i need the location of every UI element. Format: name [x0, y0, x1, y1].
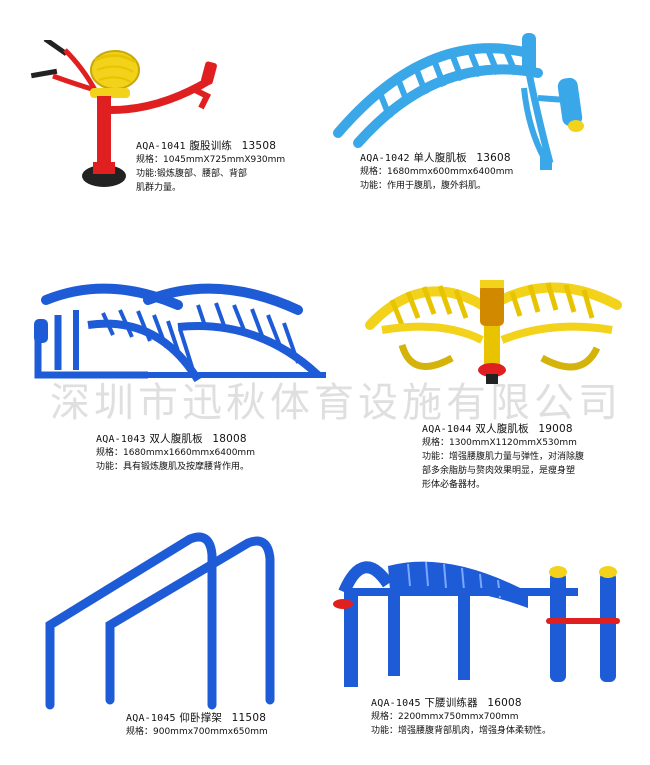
product-1042-image	[333, 33, 584, 170]
product-function: 功能：增强腰腹肌力量与弹性，对消除腹	[422, 452, 585, 462]
product-name: 腹股训练	[189, 140, 233, 152]
product-1043-image	[34, 283, 326, 383]
product-function-cont: 形体必备器材。	[422, 480, 486, 490]
product-spec: 规格：1680mmx600mmx6400mm	[360, 167, 514, 177]
product-price: 13608	[476, 152, 511, 164]
product-function-cont: 部多余脂肪与赘肉效果明显，是瘦身塑	[422, 466, 576, 476]
product-1041-caption: AQA-1041 腹股训练 13508 规格：1045mmX725mmX930m…	[136, 140, 285, 195]
product-1043-caption: AQA-1043 双人腹肌板 18008 规格：1680mmx1660mmx64…	[96, 433, 255, 474]
product-name: 双人腹肌板	[149, 433, 203, 445]
product-spec: 规格：2200mmx750mmx700mm	[371, 712, 519, 722]
product-1045b-image	[333, 561, 620, 687]
product-code: AQA-1045	[371, 698, 421, 709]
product-1044-caption: AQA-1044 双人腹肌板 19008 规格：1300mmX1120mmX53…	[422, 423, 584, 492]
product-function: 功能：具有锻炼腹肌及按摩腰背作用。	[96, 462, 250, 472]
product-name: 双人腹肌板	[475, 423, 529, 435]
product-name: 下腰训练器	[424, 697, 478, 709]
product-1044-title: AQA-1044 双人腹肌板 19008	[422, 423, 584, 436]
product-1045a-title: AQA-1045 仰卧撑架 11508	[126, 712, 268, 725]
product-1041-image	[30, 40, 217, 187]
product-spec: 规格：1680mmx1660mmx6400mm	[96, 448, 255, 458]
product-spec: 规格：900mmx700mmx650mm	[126, 727, 268, 737]
product-1043-title: AQA-1043 双人腹肌板 18008	[96, 433, 255, 446]
product-1045b-caption: AQA-1045 下腰训练器 16008 规格：2200mmx750mmx700…	[371, 697, 551, 738]
product-function: 功能：增强腰腹背部肌肉，增强身体柔韧性。	[371, 726, 552, 736]
product-code: AQA-1044	[422, 424, 472, 435]
product-code: AQA-1043	[96, 434, 146, 445]
product-price: 18008	[212, 433, 247, 445]
product-1041-title: AQA-1041 腹股训练 13508	[136, 140, 285, 153]
product-price: 16008	[487, 697, 522, 709]
product-1042-title: AQA-1042 单人腹肌板 13608	[360, 152, 513, 165]
product-code: AQA-1045	[126, 713, 176, 724]
product-1045a-caption: AQA-1045 仰卧撑架 11508 规格：900mmx700mmx650mm	[126, 712, 268, 739]
product-name: 单人腹肌板	[413, 152, 467, 164]
product-1045a-image	[45, 532, 275, 710]
product-1044-image	[365, 280, 622, 384]
product-name: 仰卧撑架	[179, 712, 223, 724]
product-price: 11508	[231, 712, 267, 724]
product-function-cont: 肌群力量。	[136, 183, 182, 193]
product-code: AQA-1041	[136, 141, 186, 152]
product-spec: 规格：1300mmX1120mmX530mm	[422, 438, 577, 448]
product-function: 功能:锻炼腹部、腰部、背部	[136, 169, 248, 179]
product-spec: 规格：1045mmX725mmX930mm	[136, 155, 286, 165]
product-price: 13508	[241, 140, 277, 152]
product-function: 功能：作用于腹肌，腹外斜肌。	[360, 181, 487, 191]
product-1042-caption: AQA-1042 单人腹肌板 13608 规格：1680mmx600mmx640…	[360, 152, 513, 193]
product-price: 19008	[538, 423, 573, 435]
product-code: AQA-1042	[360, 153, 410, 164]
product-1045b-title: AQA-1045 下腰训练器 16008	[371, 697, 551, 710]
